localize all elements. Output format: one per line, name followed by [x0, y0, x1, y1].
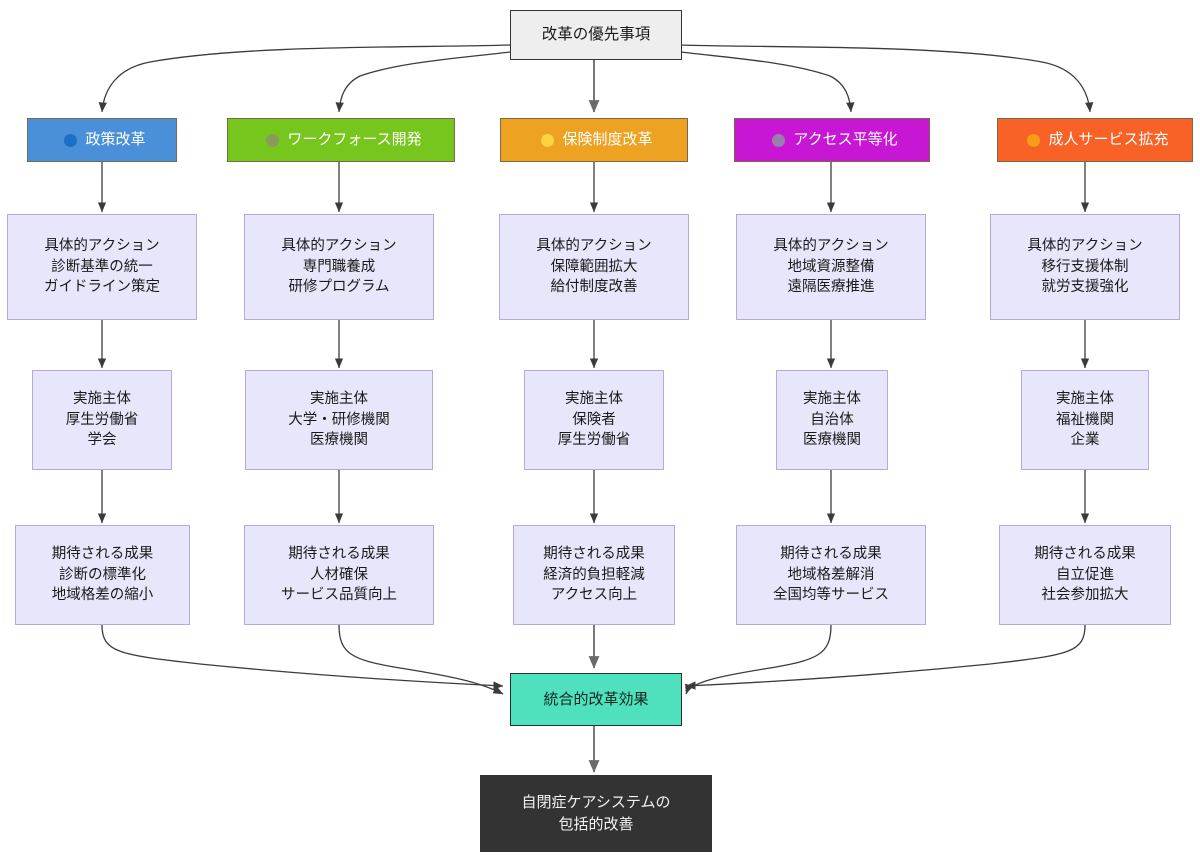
workforce-bullet-icon — [266, 133, 280, 147]
edge-root-policy — [98, 44, 511, 113]
node-category-policy[interactable]: 政策改革 — [27, 118, 177, 162]
node-summary-label: 統合的改革効果 — [543, 690, 649, 708]
node-root-label: 改革の優先事項 — [541, 26, 651, 43]
node-category-policy-label: 政策改革 — [85, 131, 146, 149]
node-final[interactable]: 自閉症ケアシステムの 包括的改善 — [480, 775, 712, 852]
edge-outcome-summary-5 — [685, 624, 1086, 690]
node-actor-1[interactable]: 実施主体 厚生労働省 学会 — [32, 370, 172, 470]
node-action-4[interactable]: 具体的アクション 地域資源整備 遠隔医療推進 — [736, 214, 926, 320]
node-category-access[interactable]: アクセス平等化 — [734, 118, 930, 162]
node-root[interactable]: 改革の優先事項 — [510, 10, 682, 60]
node-summary[interactable]: 統合的改革効果 — [510, 673, 682, 726]
node-actor-3[interactable]: 実施主体 保険者 厚生労働省 — [524, 370, 664, 470]
node-actor-4[interactable]: 実施主体 自治体 医療機関 — [776, 370, 888, 470]
node-actor-5[interactable]: 実施主体 福祉機関 企業 — [1021, 370, 1149, 470]
node-action-2[interactable]: 具体的アクション 専門職養成 研修プログラム — [244, 214, 434, 320]
node-outcome-1[interactable]: 期待される成果 診断の標準化 地域格差の縮小 — [15, 525, 190, 625]
adult-bullet-icon — [1027, 133, 1041, 147]
node-outcome-5[interactable]: 期待される成果 自立促進 社会参加拡大 — [999, 525, 1171, 625]
node-category-workforce-label: ワークフォース開発 — [287, 131, 422, 149]
node-category-workforce[interactable]: ワークフォース開発 — [227, 118, 455, 162]
node-category-adult[interactable]: 成人サービス拡充 — [997, 118, 1193, 162]
insurance-bullet-icon — [541, 133, 555, 147]
node-outcome-2[interactable]: 期待される成果 人材確保 サービス品質向上 — [244, 525, 434, 625]
node-action-3[interactable]: 具体的アクション 保障範囲拡大 給付制度改善 — [499, 214, 689, 320]
node-category-access-label: アクセス平等化 — [793, 131, 898, 149]
edge-outcome-summary-4 — [685, 624, 832, 695]
node-category-insurance[interactable]: 保険制度改革 — [500, 118, 688, 162]
node-action-1[interactable]: 具体的アクション 診断基準の統一 ガイドライン策定 — [7, 214, 197, 320]
access-bullet-icon — [772, 133, 786, 147]
policy-bullet-icon — [64, 133, 78, 147]
edge-root-adult — [680, 44, 1094, 113]
node-category-insurance-label: 保険制度改革 — [562, 131, 653, 149]
edge-outcome-summary-1 — [101, 624, 504, 690]
node-outcome-4[interactable]: 期待される成果 地域格差解消 全国均等サービス — [736, 525, 926, 625]
edge-root-access — [680, 51, 855, 113]
edge-outcome-summary-2 — [338, 624, 504, 695]
node-category-adult-label: 成人サービス拡充 — [1048, 131, 1169, 149]
node-actor-2[interactable]: 実施主体 大学・研修機関 医療機関 — [245, 370, 433, 470]
edge-root-workforce — [335, 51, 511, 113]
node-outcome-3[interactable]: 期待される成果 経済的負担軽減 アクセス向上 — [513, 525, 675, 625]
node-action-5[interactable]: 具体的アクション 移行支援体制 就労支援強化 — [990, 214, 1180, 320]
